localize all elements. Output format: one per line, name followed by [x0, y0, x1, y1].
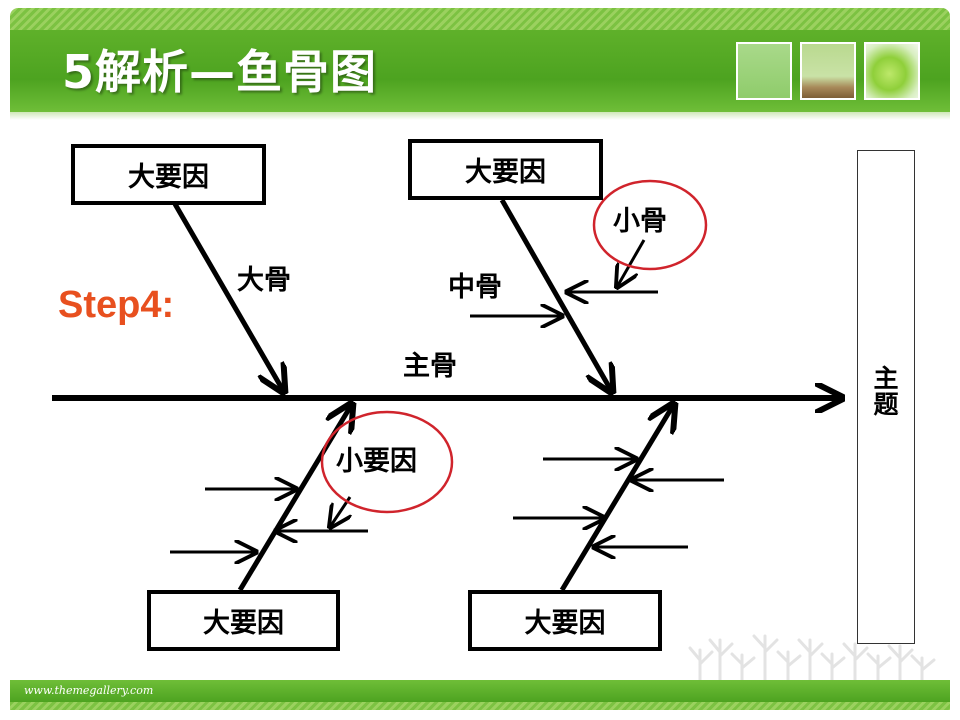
plant-decoration: [688, 634, 936, 690]
header-stripe: [10, 8, 950, 30]
topic-label: 主题: [873, 364, 899, 419]
header-thumbnail-leaf: [864, 42, 920, 100]
small-bone-pointer: [617, 239, 646, 287]
small-bone-highlight: [592, 179, 708, 271]
slide-title: 5解析—鱼骨图: [62, 45, 378, 99]
cause-box-upper-right: 大要因: [408, 139, 603, 200]
header-thumbnail-green: [736, 42, 792, 100]
main-bone-label: 主骨: [403, 351, 457, 382]
big-bone-upper-left: [172, 202, 284, 392]
title-bar: [10, 30, 950, 112]
footer-url: www.themegallery.com: [24, 684, 154, 697]
mid-bone-label: 中骨: [448, 272, 502, 303]
big-bone-label: 大骨: [237, 265, 291, 296]
big-bone-upper-right: [499, 198, 612, 392]
footer-stripe: [10, 702, 950, 710]
big-bone-lower-right: [559, 404, 674, 592]
cause-box-lower-left: 大要因: [147, 590, 340, 651]
cause-box-upper-left: 大要因: [71, 144, 266, 205]
cause-box-lower-right: 大要因: [468, 590, 662, 651]
title-bar-shadow: [10, 112, 950, 120]
footer-bar: [10, 680, 950, 702]
step-label: Step4:: [58, 284, 175, 326]
topic-box: [857, 150, 915, 644]
small-cause-label: 小要因: [336, 446, 417, 477]
small-bone-label: 小骨: [613, 206, 667, 237]
small-cause-highlight: [320, 410, 454, 514]
header-thumbnail-sprout: [800, 42, 856, 100]
